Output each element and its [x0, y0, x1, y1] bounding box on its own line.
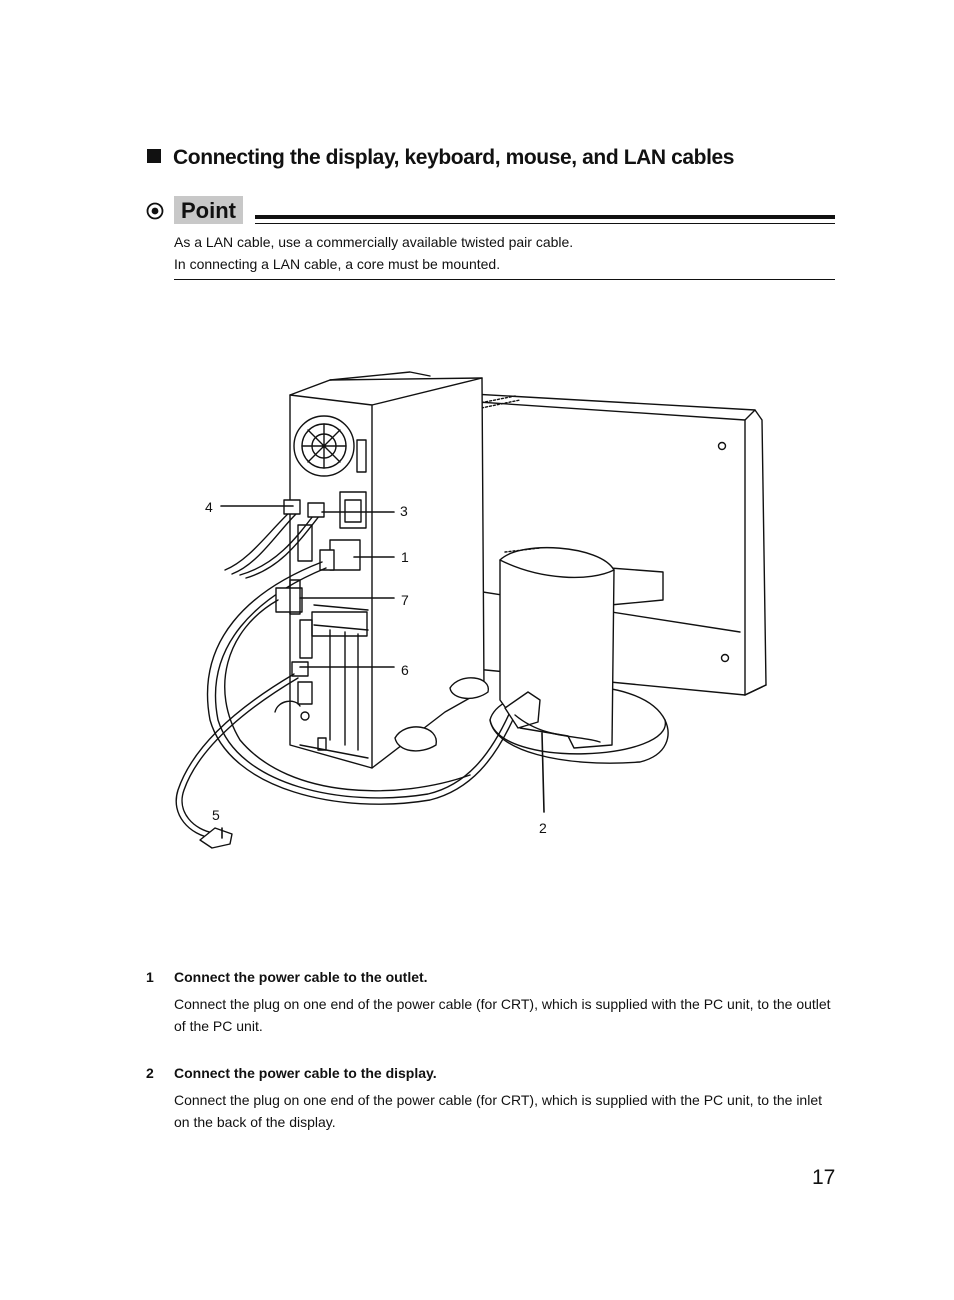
step-item: 2 Connect the power cable to the display…: [146, 1065, 835, 1135]
display-power-plug: [504, 691, 601, 743]
point-label: Point: [174, 196, 243, 224]
callout-label: 4: [205, 499, 213, 515]
point-rule: [255, 215, 835, 219]
square-bullet-icon: [147, 149, 161, 163]
display-cable: [224, 579, 471, 792]
point-note: As a LAN cable, use a commercially avail…: [174, 231, 835, 275]
step-item: 1 Connect the power cable to the outlet.…: [146, 969, 835, 1039]
callout-leaders: [220, 505, 545, 839]
point-rule-thin: [255, 223, 835, 224]
step-number: 1: [146, 969, 154, 985]
connection-illustration: [175, 371, 767, 849]
keyboard-mouse-cables: [224, 499, 325, 579]
target-icon: [146, 202, 164, 220]
section-heading: Connecting the display, keyboard, mouse,…: [147, 146, 734, 170]
point-header: Point: [146, 196, 835, 228]
pc-tower: [289, 371, 485, 769]
callout-label: 2: [539, 820, 547, 836]
pc-foot: [449, 677, 489, 699]
page-number: 17: [812, 1166, 836, 1189]
callout-label: 1: [401, 549, 409, 565]
step-title: Connect the power cable to the outlet.: [174, 969, 428, 985]
point-note-line: In connecting a LAN cable, a core must b…: [174, 256, 501, 272]
power-cable-pc: [206, 539, 516, 805]
step-title: Connect the power cable to the display.: [174, 1065, 437, 1081]
lan-cable: [175, 661, 309, 849]
point-note-line: As a LAN cable, use a commercially avail…: [174, 234, 574, 250]
step-number: 2: [146, 1065, 154, 1081]
pc-foot: [274, 700, 301, 713]
step-body: Connect the plug on one end of the power…: [174, 1092, 822, 1130]
callout-label: 3: [400, 503, 408, 519]
callout-label: 6: [401, 662, 409, 678]
step-body: Connect the plug on one end of the power…: [174, 996, 831, 1034]
callout-label: 7: [401, 592, 409, 608]
point-note-divider: [174, 279, 835, 280]
callout-label: 5: [212, 807, 220, 823]
pc-foot: [394, 726, 437, 752]
section-title: Connecting the display, keyboard, mouse,…: [173, 146, 735, 169]
